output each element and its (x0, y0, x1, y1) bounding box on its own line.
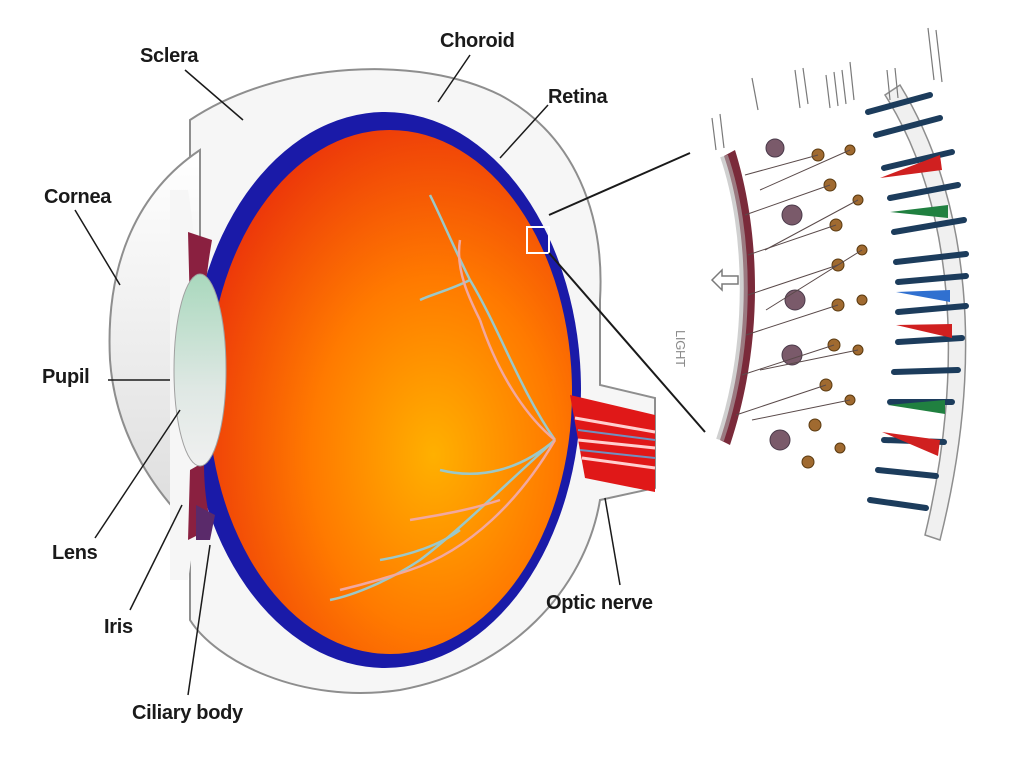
lens-shape (173, 273, 227, 467)
label-cornea: Cornea (44, 186, 112, 208)
inner-membrane (720, 150, 755, 445)
label-sclera: Sclera (140, 45, 199, 67)
retina-detail (710, 27, 969, 541)
label-lens: Lens (52, 542, 98, 564)
retina-zoom-box (526, 226, 550, 254)
label-optic-nerve: Optic nerve (546, 592, 653, 614)
pigment-layer (883, 83, 967, 541)
label-ciliary-body: Ciliary body (132, 702, 243, 724)
label-choroid: Choroid (440, 30, 515, 52)
light-arrow-icon (710, 268, 739, 292)
bipolar-cell-icon (801, 144, 868, 469)
label-light: LIGHT (673, 330, 688, 367)
blood-vessels (329, 194, 557, 602)
retina-shape (208, 130, 572, 654)
ciliary-body-shape (196, 505, 215, 540)
leader-lines (74, 54, 621, 696)
label-pupil: Pupil (42, 366, 90, 388)
eyeball (108, 68, 706, 694)
cone-cell-icon (880, 155, 952, 456)
label-retina: Retina (548, 86, 608, 108)
label-iris: Iris (104, 616, 133, 638)
